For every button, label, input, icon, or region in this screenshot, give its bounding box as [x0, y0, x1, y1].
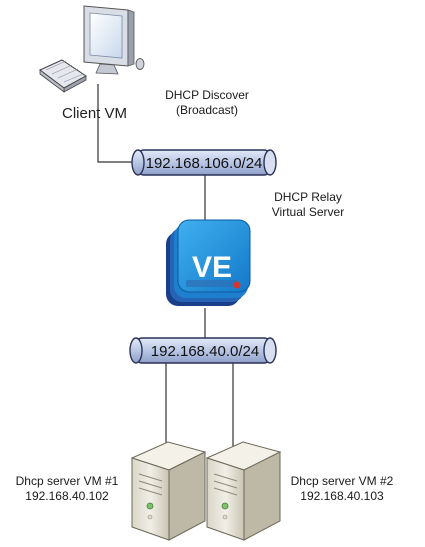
server1-tower-icon: [130, 441, 207, 541]
dhcp-discover-line2: (Broadcast): [175, 103, 239, 117]
server2-name: Dhcp server VM #2: [290, 474, 394, 488]
f5-logo-icon: [233, 281, 241, 289]
client-computer-icon: [39, 5, 145, 93]
server1-name: Dhcp server VM #1: [15, 474, 119, 488]
dhcp-relay-label: DHCP Relay Virtual Server: [248, 190, 368, 220]
network-bottom-label: 192.168.40.0/24: [151, 343, 259, 360]
dhcp-relay-line1: DHCP Relay: [274, 190, 342, 204]
server2-ip: 192.168.40.103: [300, 489, 384, 503]
server2-tower-icon: [205, 441, 282, 541]
network-pipe-top: 192.168.106.0/24: [131, 149, 277, 176]
dhcp-discover-label: DHCP Discover (Broadcast): [152, 88, 262, 118]
connection-lines: [97, 84, 234, 447]
ve-relay-icon: VE: [166, 219, 251, 306]
network-top-label: 192.168.106.0/24: [146, 155, 263, 172]
client-vm-label: Client VM: [62, 105, 128, 122]
server1-ip: 192.168.40.102: [25, 489, 109, 503]
server2-label: Dhcp server VM #2 192.168.40.103: [272, 474, 412, 504]
network-pipe-bottom: 192.168.40.0/24: [129, 337, 277, 364]
dhcp-discover-line1: DHCP Discover: [165, 88, 249, 102]
dhcp-relay-line2: Virtual Server: [271, 205, 345, 219]
ve-badge-text: VE: [192, 251, 232, 284]
client-link: [97, 84, 140, 163]
server1-label: Dhcp server VM #1 192.168.40.102: [2, 474, 132, 504]
